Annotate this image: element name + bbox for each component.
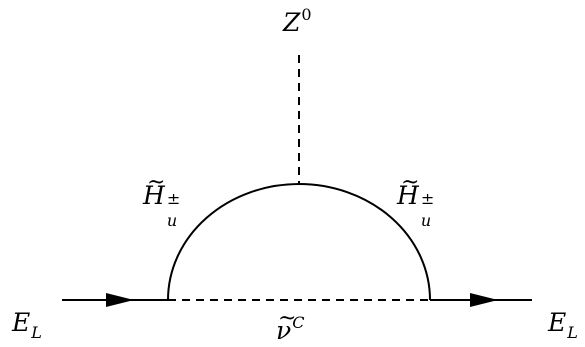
z-boson-label: Z0 (283, 7, 312, 37)
higgsino-left-base: H (143, 181, 165, 210)
higgsino-left-sub: u (166, 211, 178, 230)
higgsino-loop-arc (167, 183, 431, 301)
incoming-lepton-label: EL (12, 308, 42, 341)
higgsino-right-sup: ± (420, 189, 435, 208)
sneutrino-label: ~ ν C (276, 308, 304, 345)
sneutrino-sup: C (292, 313, 305, 332)
higgsino-right-base: H (397, 181, 419, 210)
incoming-lepton-sub: L (31, 323, 42, 342)
z-sup: 0 (301, 5, 312, 24)
higgsino-right-label: ~ H ± u (397, 172, 434, 229)
outgoing-arrow-head (470, 293, 498, 307)
sneutrino-tilde: ~ (278, 306, 297, 331)
outgoing-lepton-base: E (548, 308, 567, 337)
higgsino-left-sup: ± (166, 189, 181, 208)
higgsino-right-sub: u (420, 211, 432, 230)
higgsino-left-label: ~ H ± u (143, 172, 180, 229)
incoming-arrow-head (106, 293, 134, 307)
higgsino-right-tilde: ~ (401, 170, 420, 195)
outgoing-lepton-sub: L (567, 323, 578, 342)
outgoing-lepton-label: EL (548, 308, 578, 341)
incoming-lepton-base: E (12, 308, 31, 337)
z-base: Z (283, 8, 301, 37)
higgsino-left-tilde: ~ (147, 170, 166, 195)
sneutrino-base: ν (276, 316, 292, 345)
